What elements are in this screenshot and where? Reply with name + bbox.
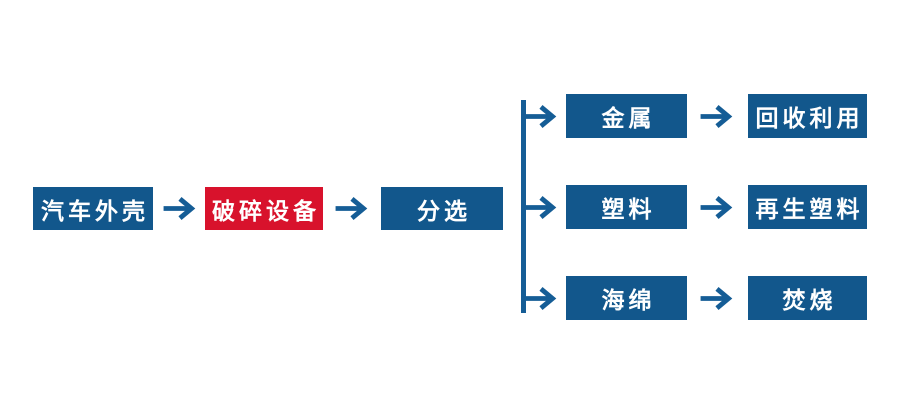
branch-row-plastic: 塑料 再生塑料 — [0, 185, 900, 229]
node-crushing-equipment: 破碎设备 — [205, 187, 323, 230]
branch-row-sponge: 海绵 焚烧 — [0, 276, 900, 320]
right-arrow-icon — [335, 197, 368, 220]
node-recycling: 回收利用 — [748, 94, 867, 138]
right-arrow-icon — [524, 196, 557, 219]
right-arrow-icon — [700, 196, 733, 219]
right-arrow-icon — [524, 287, 557, 310]
right-arrow-icon — [163, 197, 196, 220]
right-arrow-icon — [700, 287, 733, 310]
node-car-shell: 汽车外壳 — [33, 187, 153, 230]
right-arrow-icon — [700, 105, 733, 128]
node-recycled-plastic: 再生塑料 — [748, 185, 867, 229]
node-sponge: 海绵 — [566, 276, 687, 320]
branch-connector-line — [521, 100, 526, 313]
node-plastic: 塑料 — [566, 185, 687, 229]
node-metal: 金属 — [566, 94, 687, 138]
node-sorting: 分选 — [381, 187, 503, 230]
right-arrow-icon — [524, 105, 557, 128]
node-incineration: 焚烧 — [748, 276, 867, 320]
branch-row-metal: 金属 回收利用 — [0, 94, 900, 138]
